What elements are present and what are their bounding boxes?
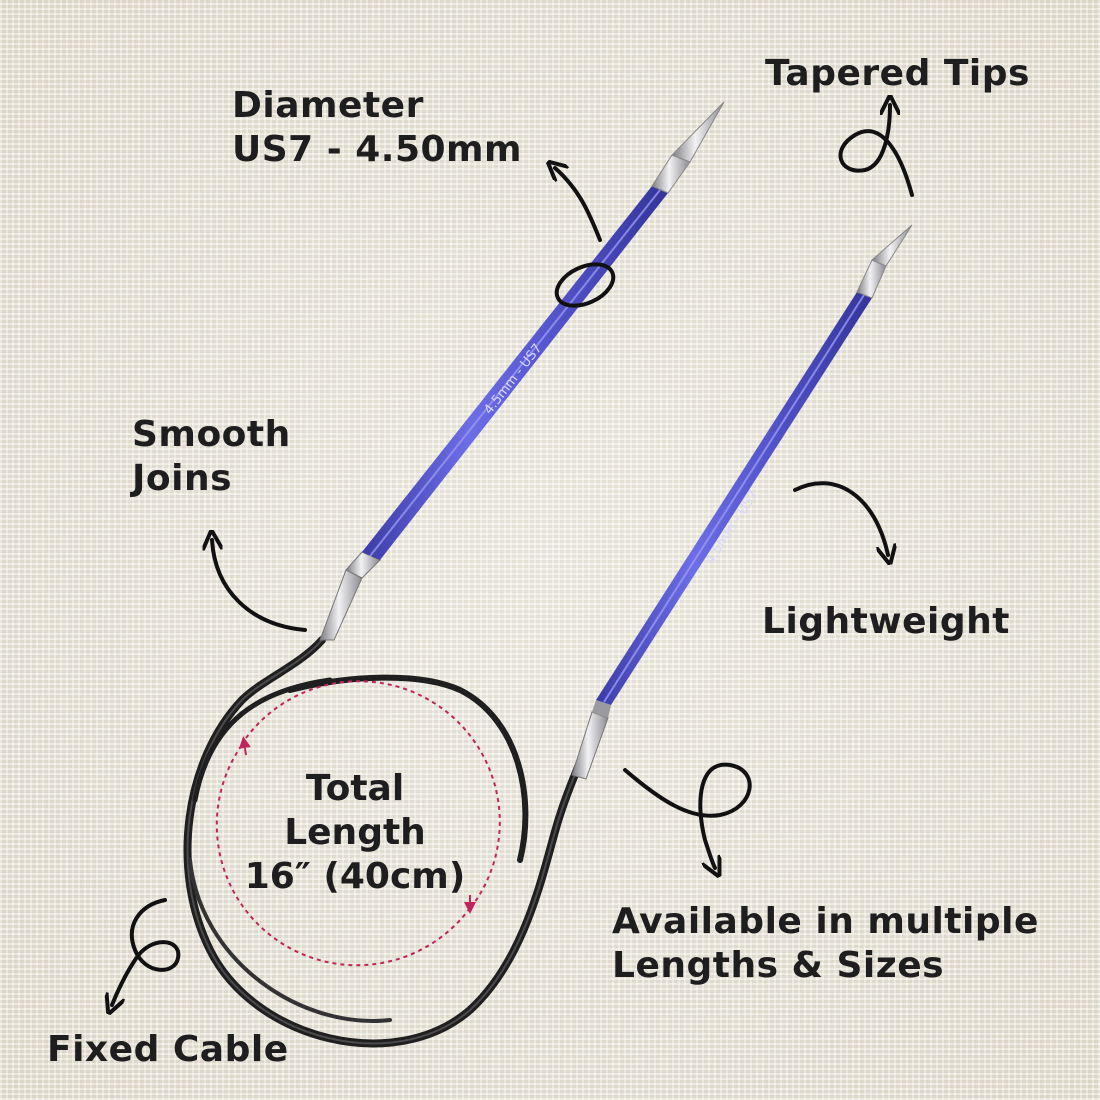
dashed-circle-arrow-icon [215, 680, 501, 967]
lightweight-label: Lightweight [762, 601, 1011, 642]
smooth-joins-line1: Smooth [132, 414, 291, 455]
smooth-joins-label: Smooth Joins [132, 413, 291, 501]
available-line1: Available in multiple [612, 901, 1039, 942]
curved-arrow-icon [550, 168, 616, 308]
total-length-line2: Length [284, 812, 426, 853]
tapered-tips-label: Tapered Tips [765, 53, 1030, 94]
left-needle: 4.5mm - US7 [319, 101, 725, 641]
total-length-line1: Total [305, 768, 405, 809]
available-line2: Lengths & Sizes [612, 945, 945, 986]
available-label: Available in multiple Lengths & Sizes [612, 900, 1039, 988]
diameter-label-line2: US7 - 4.50mm [232, 129, 523, 170]
total-length-label: Total Length 16″ (40cm) [230, 767, 480, 899]
loop-arrow-icon [623, 762, 752, 868]
left-needle-marking: 4.5mm - US7 [481, 341, 545, 417]
curved-arrow-icon [793, 481, 888, 555]
loop-arrow-icon [838, 105, 914, 197]
fixed-cable-label: Fixed Cable [47, 1029, 289, 1070]
diameter-label-line1: Diameter [232, 85, 424, 126]
curved-arrow-icon [212, 540, 307, 632]
fixed-cable [183, 636, 584, 1048]
total-length-line3: 16″ (40cm) [244, 856, 466, 897]
diameter-label: Diameter US7 - 4.50mm [232, 84, 522, 172]
smooth-joins-line2: Joins [132, 458, 233, 499]
loop-arrow-icon [112, 898, 181, 1005]
